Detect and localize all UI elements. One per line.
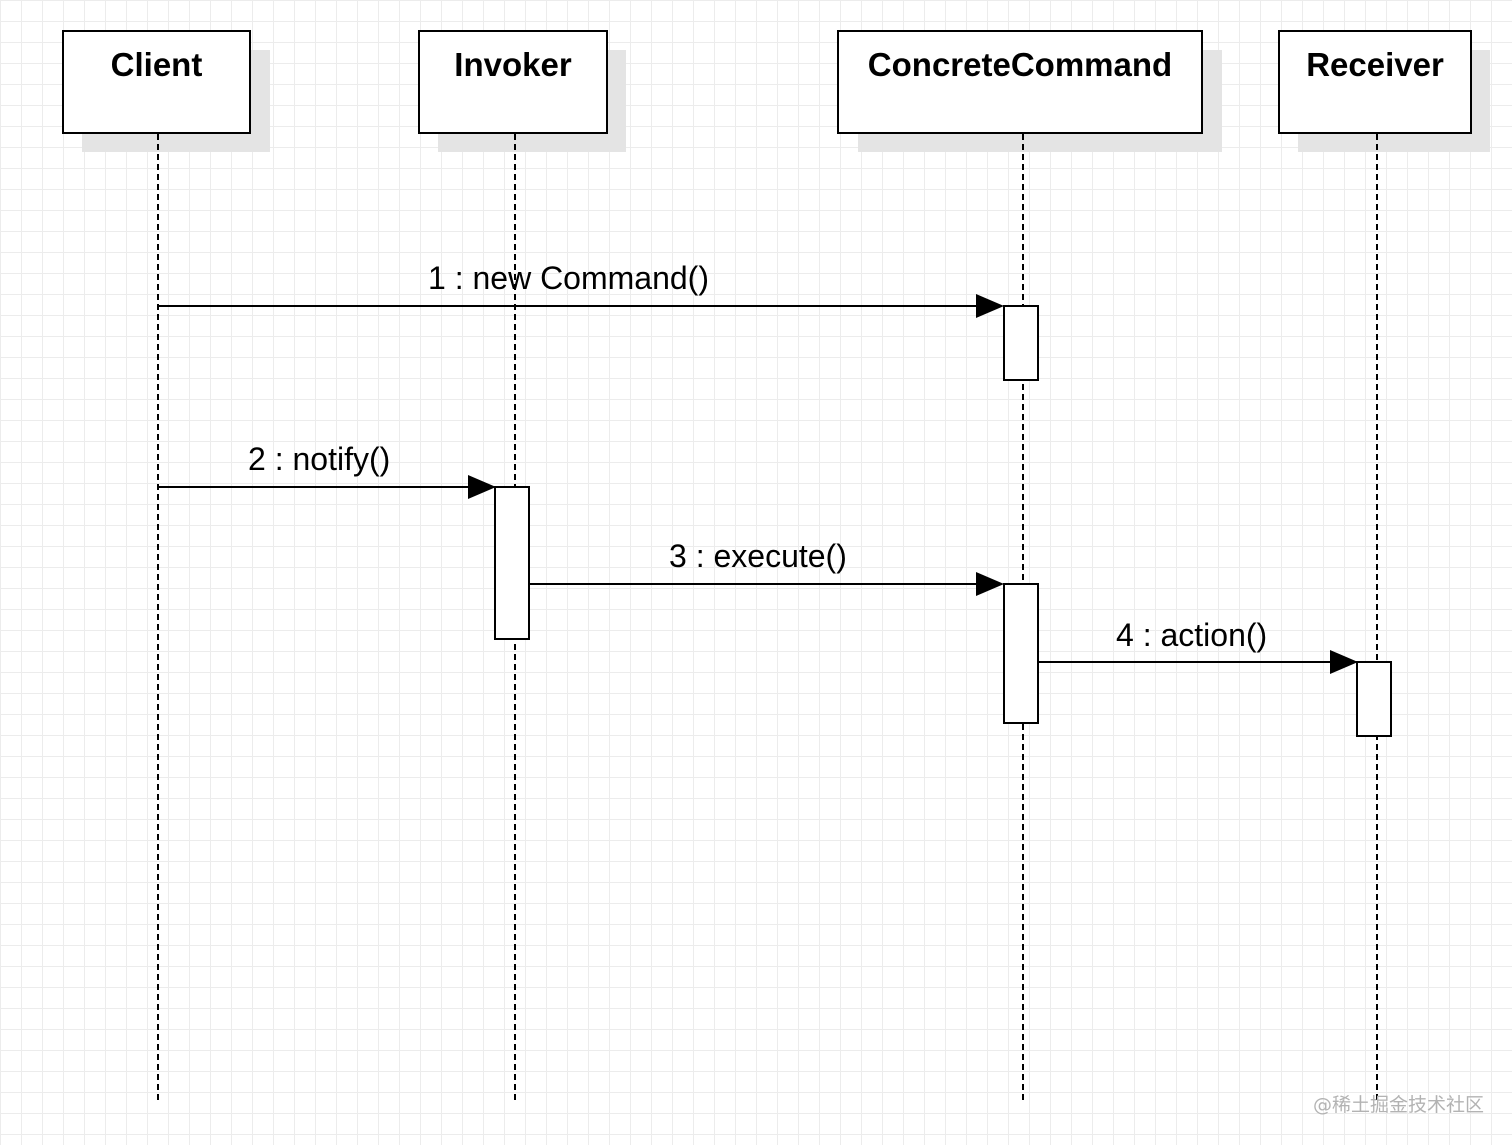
arrowhead-icon: [976, 294, 1004, 318]
arrowhead-icon: [976, 572, 1004, 596]
activation-bar-concrete-command: [1003, 305, 1039, 381]
participant-receiver: Receiver: [1278, 30, 1472, 134]
message-label-1: 1 : new Command(): [428, 260, 709, 296]
lifeline-receiver: [1376, 134, 1378, 1100]
message-label-3: 3 : execute(): [669, 538, 847, 574]
watermark: @稀土掘金技术社区: [1312, 1094, 1484, 1116]
activation-bar-receiver: [1356, 661, 1392, 737]
activation-bar-invoker: [494, 486, 530, 640]
message-arrow-1: [158, 305, 988, 307]
arrowhead-icon: [1330, 650, 1358, 674]
participant-concrete-command: ConcreteCommand: [837, 30, 1203, 134]
message-label-2: 2 : notify(): [248, 441, 391, 477]
arrowhead-icon: [468, 475, 496, 499]
participant-invoker: Invoker: [418, 30, 608, 134]
message-arrow-4: [1039, 661, 1342, 663]
lifeline-client: [157, 134, 159, 1100]
activation-bar-concrete-command: [1003, 583, 1039, 724]
message-arrow-3: [530, 583, 988, 585]
participant-client: Client: [62, 30, 251, 134]
message-arrow-2: [158, 486, 480, 488]
message-label-4: 4 : action(): [1116, 617, 1268, 653]
